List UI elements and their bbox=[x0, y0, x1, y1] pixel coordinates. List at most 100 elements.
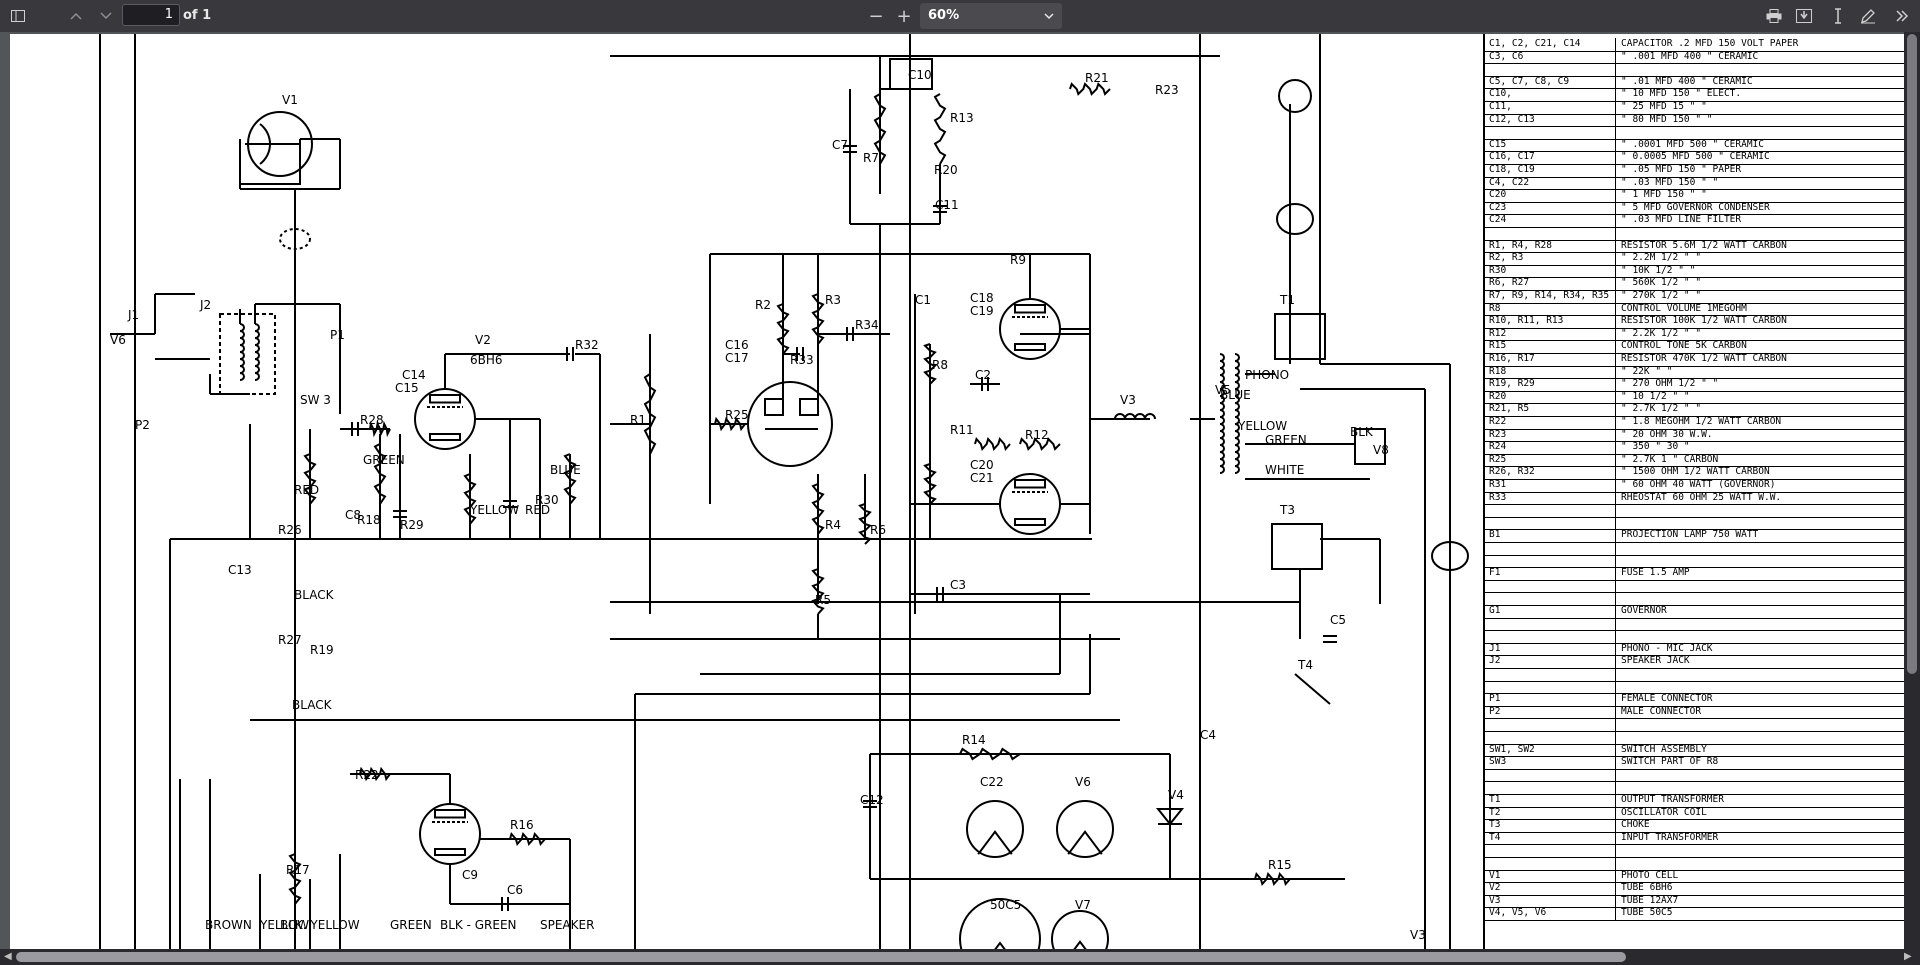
parts-list-row: R23" 20 OHM 30 W.W. bbox=[1485, 428, 1904, 443]
parts-list-row: R6, R27" 560K 1/2 " " bbox=[1485, 277, 1904, 291]
transformer-coil bbox=[254, 344, 260, 353]
transformer-coil bbox=[1219, 402, 1225, 411]
part-description: " 2.2M 1/2 " " bbox=[1621, 252, 1702, 264]
resistor bbox=[359, 766, 391, 782]
transformer-coil bbox=[254, 330, 260, 339]
save-button[interactable] bbox=[1790, 0, 1818, 32]
column-divider bbox=[1615, 378, 1616, 391]
schematic-label: R2 bbox=[755, 298, 771, 312]
resistor bbox=[873, 93, 887, 165]
schematic-label: C13 bbox=[228, 563, 252, 577]
part-description: " 2.7K 1 " CARBON bbox=[1621, 453, 1719, 465]
schematic-label: T3 bbox=[1279, 503, 1295, 517]
schematic-label: R15 bbox=[1268, 858, 1292, 872]
previous-page-button[interactable] bbox=[62, 0, 90, 32]
part-reference: SW3 bbox=[1489, 756, 1507, 768]
document-viewport[interactable]: V1V26BH6V312AX7V450C5V550C5V650C5V7V4V5V… bbox=[0, 32, 1904, 949]
print-button[interactable] bbox=[1760, 0, 1788, 32]
part-reference: R15 bbox=[1489, 340, 1507, 352]
schematic-label: V5 bbox=[1215, 383, 1231, 397]
schematic-label: R12 bbox=[1025, 428, 1049, 442]
shield-marker bbox=[1431, 541, 1469, 571]
transformer-coil bbox=[1219, 451, 1225, 460]
sidebar-icon bbox=[11, 10, 25, 22]
part-reference: R6, R27 bbox=[1489, 277, 1530, 289]
schematic-label: C6 bbox=[507, 883, 523, 897]
zoom-in-button[interactable]: + bbox=[890, 0, 918, 32]
schematic-label: BLACK bbox=[294, 588, 335, 602]
column-divider bbox=[1615, 453, 1616, 467]
schematic-label: BLUE bbox=[550, 463, 581, 477]
vacuum-tube bbox=[747, 381, 833, 467]
column-divider bbox=[1615, 680, 1616, 694]
column-divider bbox=[1615, 630, 1616, 643]
column-divider bbox=[1615, 869, 1616, 883]
schematic-label: YELLOW bbox=[259, 918, 309, 932]
horizontal-scrollbar[interactable]: ◀ ▶ bbox=[0, 949, 1920, 965]
scroll-left-icon[interactable]: ◀ bbox=[4, 951, 12, 962]
part-reference: C11, bbox=[1489, 101, 1512, 112]
part-reference: R30 bbox=[1489, 264, 1507, 276]
shield-marker bbox=[279, 228, 311, 250]
vertical-scroll-thumb[interactable] bbox=[1907, 34, 1917, 674]
page-number-input[interactable]: 1 bbox=[122, 4, 180, 26]
column-divider bbox=[1615, 693, 1616, 706]
more-tools-button[interactable] bbox=[1888, 0, 1916, 32]
diode-v8 bbox=[1155, 808, 1185, 826]
zoom-out-button[interactable]: − bbox=[862, 0, 890, 32]
schematic-label: R18 bbox=[357, 513, 381, 527]
vertical-scrollbar[interactable] bbox=[1904, 32, 1920, 949]
transformer-coil bbox=[1219, 437, 1225, 446]
parts-list-row: C18, C19" .05 MFD 150 " PAPER bbox=[1485, 164, 1904, 178]
part-description: " 25 MFD 15 " " bbox=[1621, 101, 1707, 112]
sidebar-toggle-button[interactable] bbox=[4, 0, 32, 32]
part-description: " .0001 MFD 500 " CERAMIC bbox=[1621, 138, 1764, 150]
column-divider bbox=[1615, 340, 1616, 353]
parts-list-row bbox=[1485, 516, 1904, 531]
transformer-coil bbox=[1234, 367, 1240, 376]
parts-list-row: R20" 10 1/2 " " bbox=[1485, 390, 1904, 405]
schematic-label: C12 bbox=[860, 793, 884, 807]
part-description: RESISTOR 470K 1/2 WATT CARBON bbox=[1621, 353, 1787, 364]
part-reference: C23 bbox=[1489, 201, 1507, 213]
part-reference: T3 bbox=[1489, 819, 1501, 831]
part-description: OSCILLATOR COIL bbox=[1621, 806, 1707, 818]
transformer-coil bbox=[239, 344, 245, 353]
schematic-label: SPEAKER bbox=[540, 918, 594, 932]
schematic-label: R20 bbox=[934, 163, 958, 177]
schematic-label: R34 bbox=[855, 318, 879, 332]
column-divider bbox=[1615, 567, 1616, 580]
schematic-label: V6 bbox=[110, 333, 126, 347]
transformer-coil bbox=[1234, 402, 1240, 411]
part-description: SPEAKER JACK bbox=[1621, 655, 1690, 667]
scroll-right-icon[interactable]: ▶ bbox=[1904, 951, 1912, 962]
resistor bbox=[373, 443, 387, 505]
horizontal-scroll-thumb[interactable] bbox=[16, 952, 1626, 962]
schematic-label: C14 bbox=[402, 368, 426, 382]
schematic-label: C4 bbox=[1200, 728, 1216, 742]
chevron-down-icon bbox=[1044, 3, 1054, 39]
next-page-button[interactable] bbox=[92, 0, 120, 32]
part-description: GOVERNOR bbox=[1621, 605, 1667, 616]
column-divider bbox=[1615, 529, 1616, 542]
zoom-select[interactable]: 60% bbox=[920, 3, 1062, 29]
schematic-label: V4 bbox=[1168, 788, 1184, 802]
part-reference: R26, R32 bbox=[1489, 466, 1535, 478]
tube-heater-filament bbox=[977, 830, 1013, 855]
transformer-coil bbox=[1234, 465, 1240, 474]
column-divider bbox=[1615, 756, 1616, 769]
text-select-button[interactable] bbox=[1824, 0, 1852, 32]
schematic-label: PHONO bbox=[1245, 368, 1289, 382]
connector-p2 bbox=[1271, 523, 1323, 570]
draw-button[interactable] bbox=[1854, 0, 1882, 32]
schematic-label: R19 bbox=[310, 643, 334, 657]
column-divider bbox=[1615, 75, 1616, 89]
transformer-coil bbox=[239, 330, 245, 339]
schematic-label: C8 bbox=[345, 508, 361, 522]
part-description: TUBE 6BH6 bbox=[1621, 882, 1673, 894]
part-description: " 10K 1/2 " " bbox=[1621, 264, 1696, 276]
